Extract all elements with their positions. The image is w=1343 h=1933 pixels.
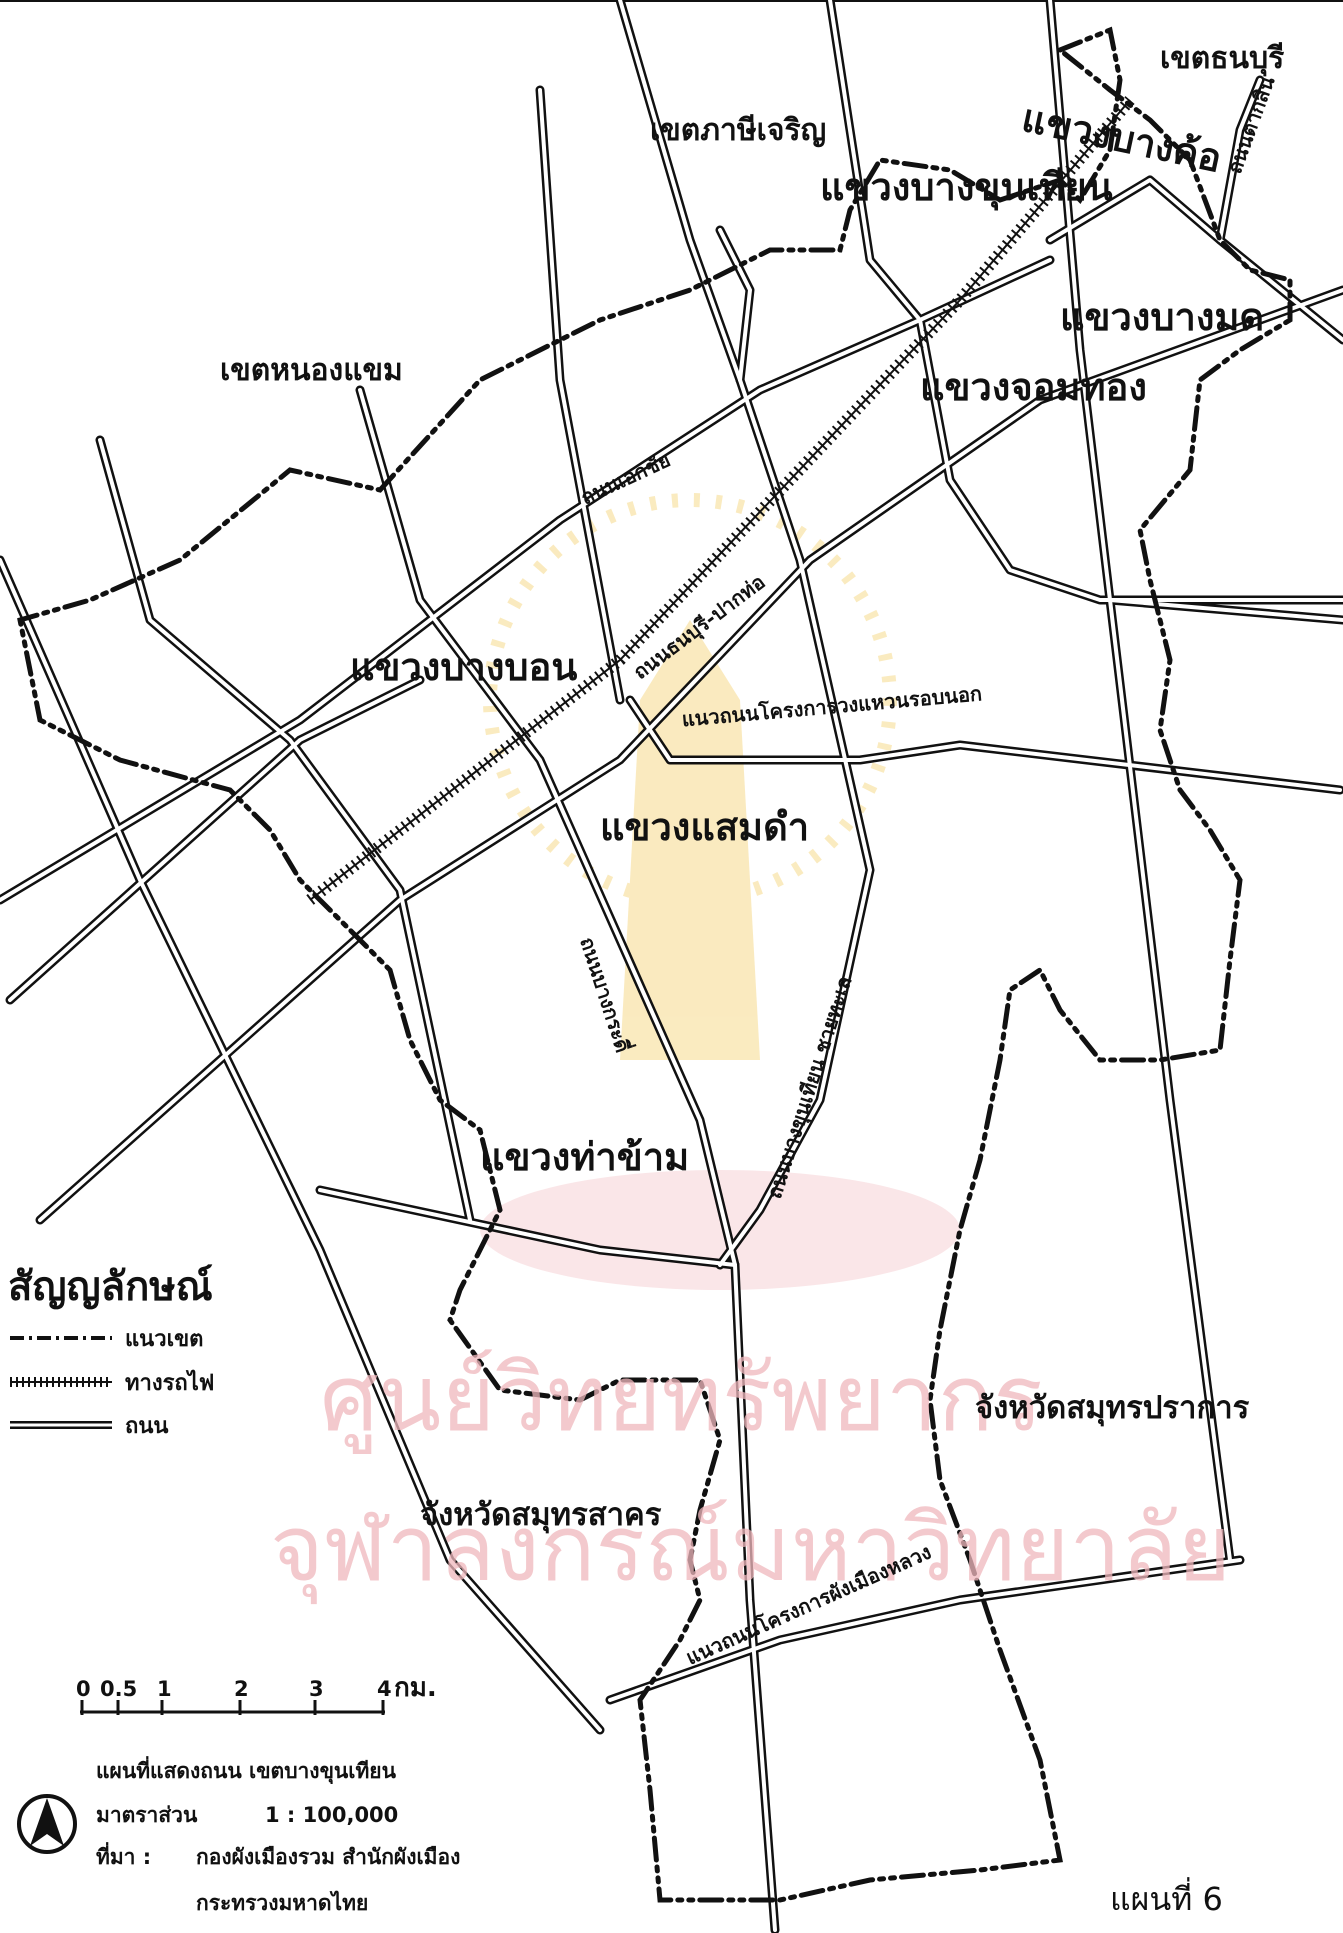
legend-title: สัญญลักษณ์ xyxy=(8,1264,213,1310)
legend-label-railway: ทางรถไฟ xyxy=(125,1369,214,1396)
label-bang-khun-thian: แขวงบางขุนเทียน xyxy=(820,165,1113,211)
label-chom-thong: แขวงจอมทอง xyxy=(920,365,1147,409)
label-bang-mot: แขวงบางมด xyxy=(1060,295,1264,339)
label-road-tak-sin: ถนนตากสิน xyxy=(1222,73,1279,177)
source-line1: กองผังเมืองรวม สำนักผังเมือง xyxy=(196,1845,460,1869)
scale-tick-05: 0.5 xyxy=(100,1677,137,1701)
road-east-1 xyxy=(1045,0,1235,1565)
label-khet-phasi-charoen: เขตภาษีเจริญ xyxy=(650,113,826,148)
railway xyxy=(306,96,1135,905)
map-info: แผนที่แสดงถนน เขตบางขุนเทียน มาตราส่วน 1… xyxy=(17,1755,460,1915)
label-road-bang-khun-thian-chai-thale: ถนนบางขุนเทียน ชายทะเล xyxy=(762,973,858,1202)
source-label: ที่มา : xyxy=(96,1841,151,1869)
road-west-diagonal-2 xyxy=(95,435,475,1225)
legend-label-boundary: แนวเขต xyxy=(125,1327,203,1352)
north-arrow-icon xyxy=(17,1794,77,1854)
label-bang-bon: แขวงบางบอน xyxy=(350,645,577,689)
label-samut-sakhon: จังหวัดสมุทรสาคร xyxy=(420,1497,662,1534)
map-number: แผนที่ 6 xyxy=(1110,1877,1223,1918)
label-samae-dam: แขวงแสมดำ xyxy=(600,805,809,849)
label-samut-prakan: จังหวัดสมุทรปราการ xyxy=(975,1390,1250,1427)
scale-tick-1: 1 xyxy=(157,1677,172,1701)
road-north-3 xyxy=(825,0,925,325)
scale-unit: กม. xyxy=(394,1673,437,1703)
scale-value: 1 : 100,000 xyxy=(265,1803,398,1827)
label-tha-kham: แขวงท่าข้าม xyxy=(480,1135,689,1179)
map-title: แผนที่แสดงถนน เขตบางขุนเทียน xyxy=(96,1755,397,1785)
label-road-ekkachai: ถนนเอกชัย xyxy=(577,447,674,509)
scale-tick-0: 0 xyxy=(76,1677,91,1701)
source-line2: กระทรวงมหาดไทย xyxy=(196,1890,368,1915)
label-khet-nong-khaem: เขตหนองแขม xyxy=(220,353,403,388)
legend: สัญญลักษณ์ แนวเขต ทางรถไฟ ถนน xyxy=(8,1264,214,1439)
scale-tick-2: 2 xyxy=(234,1677,249,1701)
scale-bar: 0 0.5 1 2 3 4 กม. xyxy=(76,1673,437,1715)
legend-label-road: ถนน xyxy=(125,1414,168,1439)
watermark-line1: ศูนย์วิทยทรัพยากร xyxy=(320,1345,1043,1454)
label-khet-thonburi: เขตธนบุรี xyxy=(1160,41,1284,77)
road-north-1 xyxy=(535,85,625,705)
scale-label: มาตราส่วน xyxy=(96,1803,198,1827)
watermark-line2: จุฬาลงกรณ์มหาวิทยาลัย xyxy=(270,1495,1231,1605)
scale-tick-4: 4 xyxy=(377,1677,392,1701)
district-boundary xyxy=(17,26,1293,1903)
scale-tick-3: 3 xyxy=(309,1677,324,1701)
